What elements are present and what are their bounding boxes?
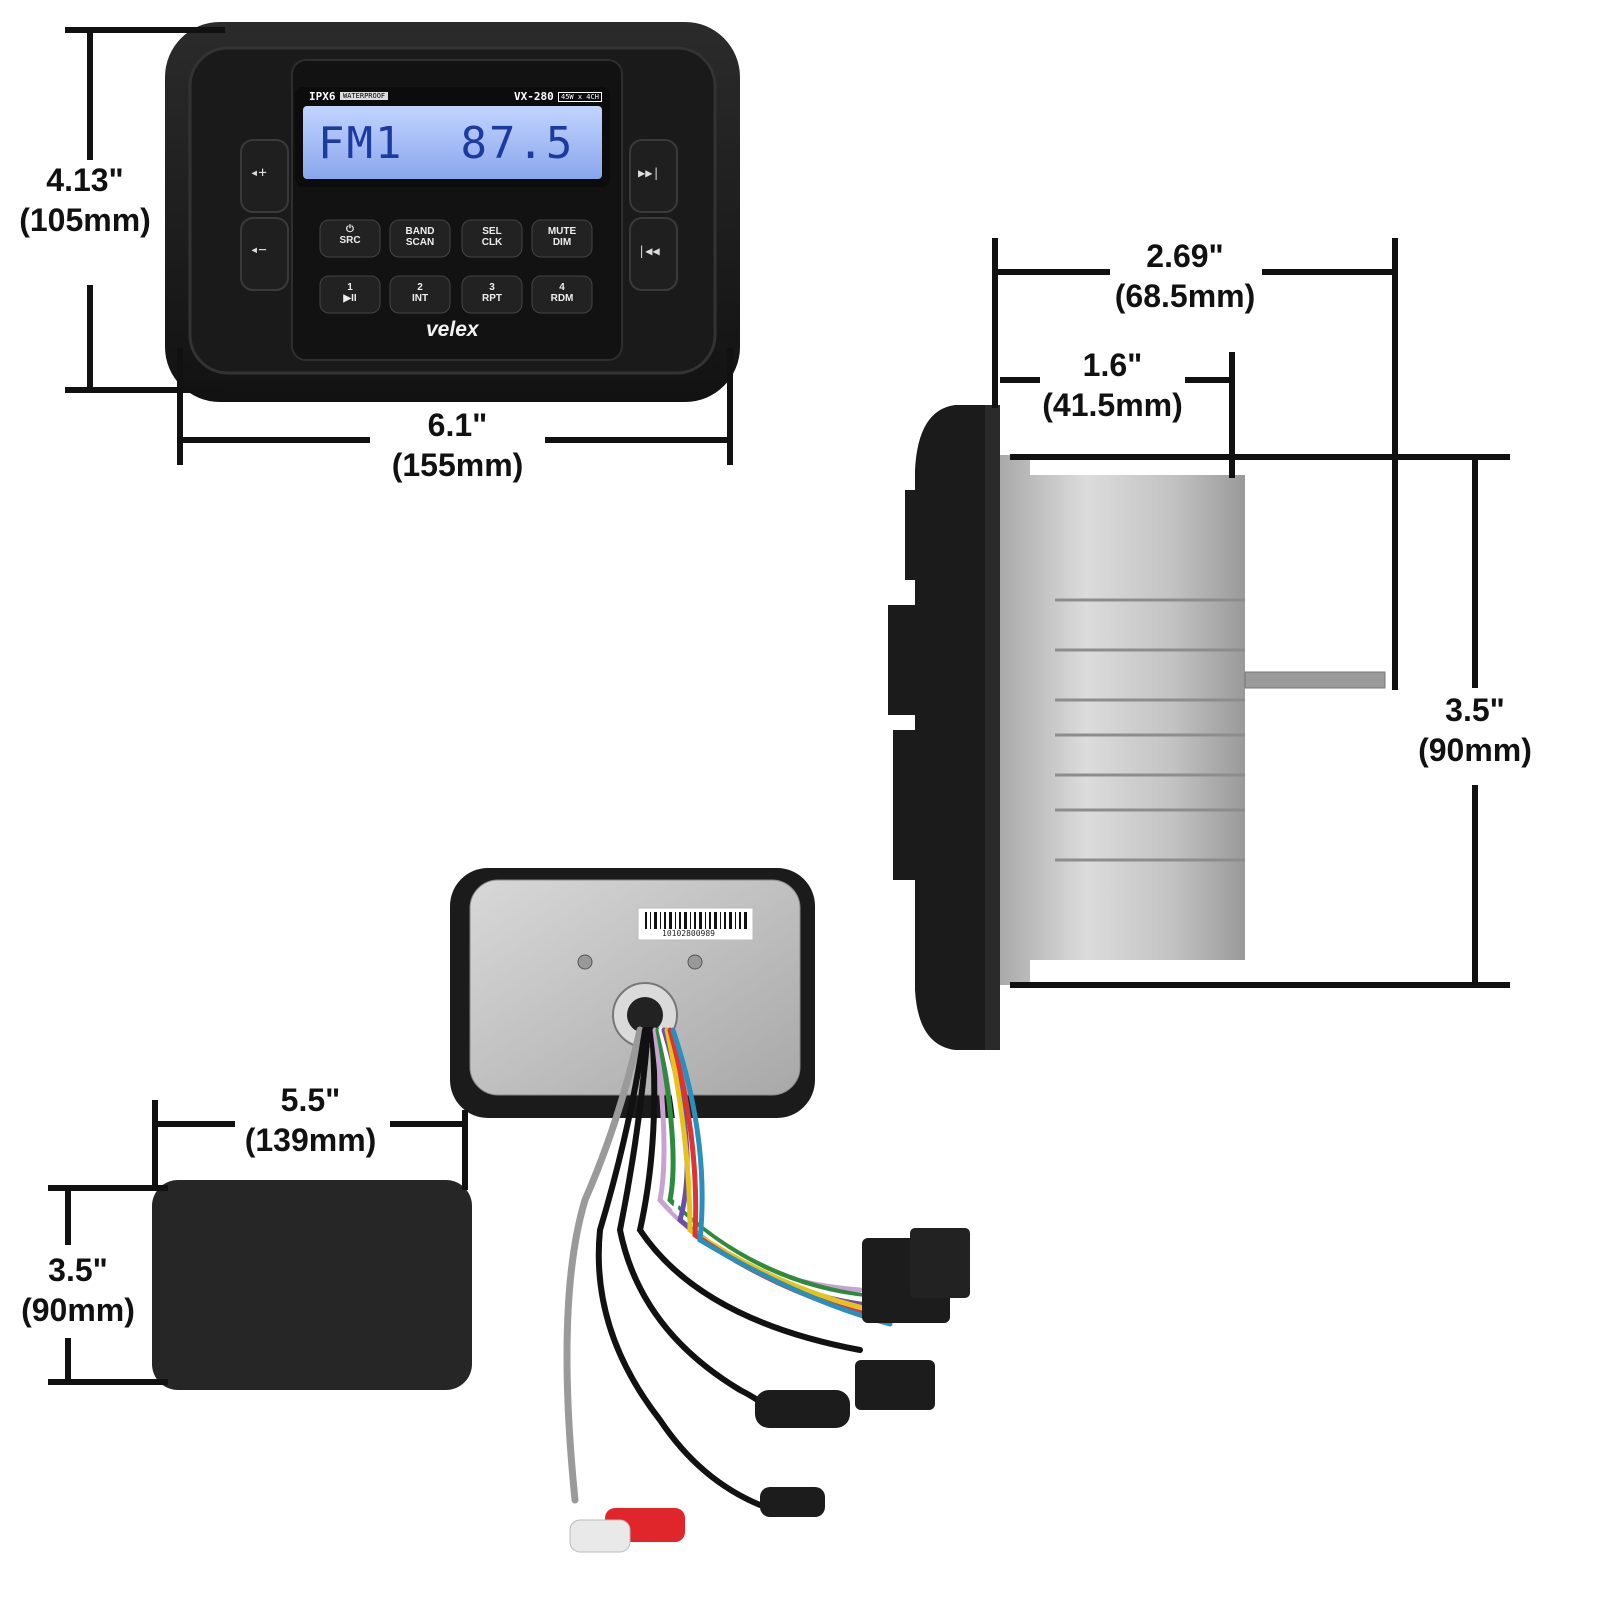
model-label: VX-280 xyxy=(514,90,554,103)
side-bezel-tab-1 xyxy=(888,605,918,715)
dim-label: DIM xyxy=(552,237,572,248)
vol-up-icon: ◂+ xyxy=(250,165,267,181)
src-button-bottom: SRC xyxy=(339,235,361,246)
side-body-depth-mm: (41.5mm) xyxy=(1042,387,1183,423)
side-height-label: 3.5" (90mm) xyxy=(1405,690,1545,770)
brand-logo: velex xyxy=(426,318,479,341)
next-track-button[interactable] xyxy=(629,139,678,213)
src-button-top: ⏻ xyxy=(346,224,354,235)
preset-3-label: 3 RPT xyxy=(462,282,522,304)
mute-dim-label: MUTE DIM xyxy=(532,226,592,248)
preset-1-button[interactable] xyxy=(319,275,381,314)
sel-label: SEL xyxy=(482,226,502,237)
rear-cable-entry xyxy=(627,997,663,1033)
side-total-depth-label: 2.69" (68.5mm) xyxy=(1105,236,1265,316)
front-dimension-lines xyxy=(65,27,733,465)
front-height-mm: (105mm) xyxy=(19,202,151,238)
side-total-depth-inches: 2.69" xyxy=(1146,238,1224,274)
side-bezel-tab-3 xyxy=(905,490,920,580)
lcd-waterproof-label: WATERPROOF xyxy=(340,92,389,100)
preset-1-label: 1 ▶II xyxy=(320,282,380,304)
side-body-depth-label: 1.6" (41.5mm) xyxy=(1030,345,1195,425)
preset-2-label: 2 INT xyxy=(390,282,450,304)
src-button-label: ⏻ SRC xyxy=(320,224,380,246)
band-scan-label: BAND SCAN xyxy=(390,226,450,248)
power-rating-label: 45W x 4CH xyxy=(558,92,602,102)
mute-label: MUTE xyxy=(547,226,577,237)
wiring-connectors xyxy=(569,1228,970,1553)
rca-white-plug xyxy=(569,1519,631,1553)
side-body-depth-inches: 1.6" xyxy=(1082,347,1143,383)
rdm-label: RDM xyxy=(550,293,574,304)
foam-gasket xyxy=(152,1180,472,1390)
front-height-label: 4.13" (105mm) xyxy=(10,160,160,240)
side-height-inches: 3.5" xyxy=(1445,692,1505,728)
side-bezel xyxy=(915,405,985,1050)
usb-connector xyxy=(855,1360,935,1410)
front-width-mm: (155mm) xyxy=(391,447,524,483)
int-label: INT xyxy=(411,293,429,304)
side-gasket xyxy=(985,405,1000,1050)
side-dimension-lines xyxy=(992,238,1510,988)
src-button[interactable] xyxy=(319,219,381,258)
front-unit xyxy=(165,22,740,402)
preset-3-button[interactable] xyxy=(461,275,523,314)
rear-unit xyxy=(450,868,815,1118)
preset-4-label: 4 RDM xyxy=(532,282,592,304)
side-height-mm: (90mm) xyxy=(1418,732,1532,768)
aux-jack-1 xyxy=(755,1390,850,1428)
preset-3-number: 3 xyxy=(489,282,495,293)
heatsink-fins xyxy=(1055,598,1245,862)
gasket-width-inches: 5.5" xyxy=(280,1082,341,1118)
preset-4-number: 4 xyxy=(559,282,565,293)
prev-track-icon: |◀◀ xyxy=(638,244,660,258)
side-view-unit xyxy=(888,405,1386,1050)
gasket-width-label: 5.5" (139mm) xyxy=(228,1080,393,1160)
mute-dim-button[interactable] xyxy=(531,219,593,258)
front-width-inches: 6.1" xyxy=(427,407,488,443)
side-bezel-tab-2 xyxy=(893,730,918,880)
band-label: BAND xyxy=(405,226,435,237)
gasket-width-mm: (139mm) xyxy=(244,1122,377,1158)
rpt-label: RPT xyxy=(482,293,502,304)
wiring-harness xyxy=(563,1026,893,1508)
lcd-display-text: FM1 87.5 xyxy=(318,118,575,169)
aux-jack-2 xyxy=(760,1487,825,1517)
rear-stud-left xyxy=(577,954,593,970)
front-width-label: 6.1" (155mm) xyxy=(370,405,545,485)
barcode-bars xyxy=(645,912,747,929)
vol-up-button[interactable] xyxy=(240,139,289,213)
preset-1-number: 1 xyxy=(347,282,353,293)
keypad-row-2 xyxy=(319,275,593,314)
front-height-inches: 4.13" xyxy=(46,162,124,198)
gasket-height-label: 3.5" (90mm) xyxy=(8,1250,148,1330)
lcd-badge: IPX6 xyxy=(309,90,336,103)
barcode-number: 10102800989 xyxy=(662,929,715,938)
gasket-height-inches: 3.5" xyxy=(48,1252,108,1288)
sel-clk-label: SEL CLK xyxy=(462,226,522,248)
preset-2-button[interactable] xyxy=(389,275,451,314)
gasket-height-mm: (90mm) xyxy=(21,1292,135,1328)
preset-2-number: 2 xyxy=(417,282,423,293)
sel-clk-button[interactable] xyxy=(461,219,523,258)
preset-4-button[interactable] xyxy=(531,275,593,314)
next-track-icon: ▶▶| xyxy=(638,166,660,180)
gasket-dimension-lines xyxy=(48,1100,468,1385)
prev-track-button[interactable] xyxy=(629,217,678,291)
rear-stud-right xyxy=(687,954,703,970)
side-total-depth-mm: (68.5mm) xyxy=(1114,278,1256,314)
mounting-stud xyxy=(1244,671,1386,689)
band-scan-button[interactable] xyxy=(389,219,451,258)
iso-connector-block xyxy=(910,1228,970,1298)
vol-down-icon: ◂− xyxy=(250,242,267,258)
vol-down-button[interactable] xyxy=(240,217,289,291)
scan-label: SCAN xyxy=(405,237,435,248)
heatsink-body xyxy=(1000,455,1245,985)
clk-label: CLK xyxy=(481,237,503,248)
lcd-screen xyxy=(303,106,602,179)
play-pause-icon: ▶II xyxy=(343,293,357,304)
keypad-row-1 xyxy=(319,219,593,258)
